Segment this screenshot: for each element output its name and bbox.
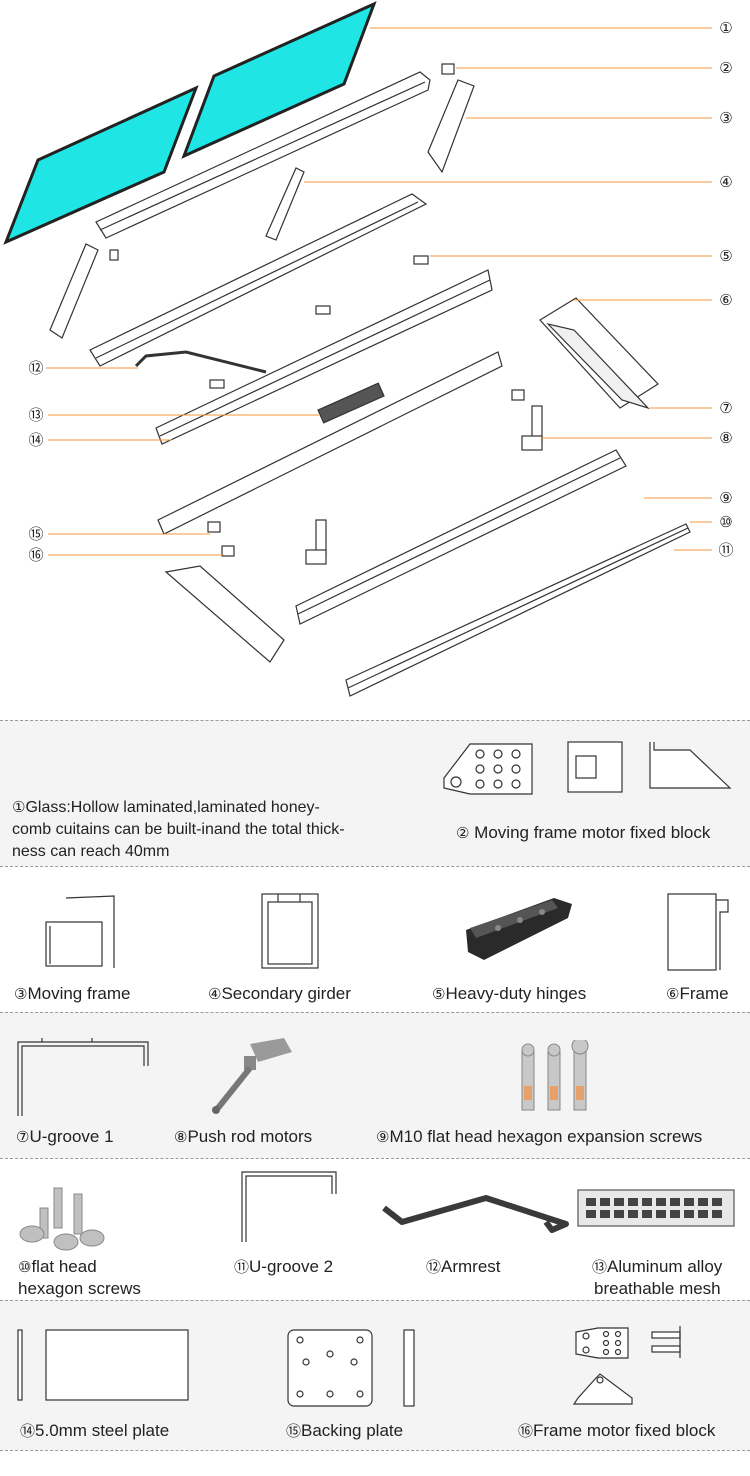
callout-5: ⑤: [719, 247, 732, 265]
callout-8: ⑧: [719, 429, 732, 447]
glass-panel-left: [3, 85, 199, 245]
callout-16: ⑯: [28, 546, 43, 564]
u-groove-1: [157, 351, 503, 535]
callout-4: ④: [719, 173, 732, 191]
legend-band-1: [0, 720, 750, 866]
moving-frame-side-left: [49, 243, 99, 339]
armrest-icon: [382, 1195, 569, 1233]
frame-side-left: [164, 565, 285, 663]
armrest: [134, 350, 267, 374]
callout-3: ③: [719, 109, 732, 127]
divider: [0, 1012, 750, 1013]
frame-motor-block-icon: [572, 1326, 681, 1405]
divider: [0, 1300, 750, 1301]
callout-labels: ① ② ③ ④ ⑤ ⑥ ⑦ ⑧ ⑨ ⑩ ⑪ ⑫ ⑬ ⑭ ⑮ ⑯: [28, 19, 733, 564]
legend-item-4: ④Secondary girder: [208, 984, 351, 1003]
legend-item-12: ⑫Armrest: [426, 1257, 501, 1276]
callout-7: ⑦: [719, 399, 732, 417]
legend-item-6: ⑥Frame: [666, 984, 729, 1003]
callout-6: ⑥: [719, 291, 732, 309]
legend-item-7: ⑦U-groove 1: [16, 1127, 114, 1146]
exploded-assembly-diagram: ① ② ③ ④ ⑤ ⑥ ⑦ ⑧ ⑨ ⑩ ⑪ ⑫ ⑬ ⑭ ⑮ ⑯: [3, 1, 734, 697]
frame-bottom-rail: [295, 449, 627, 625]
legend-item-9: ⑨M10 flat head hexagon expansion screws: [376, 1127, 703, 1146]
moving-frame-side-right: [427, 79, 475, 174]
push-rod-motor-icon: [212, 1038, 292, 1114]
moving-frame-icon: [45, 895, 115, 968]
callout-1: ①: [719, 19, 732, 37]
mesh-icon: [577, 1189, 735, 1227]
legend-band-3: [0, 1012, 750, 1158]
legend-item-1: ①Glass:Hollow laminated,laminated honey-…: [12, 798, 345, 860]
legend-item-15: ⑮Backing plate: [286, 1421, 404, 1440]
moving-frame-top-bar: [95, 71, 431, 239]
legend-item-14: ⑭5.0mm steel plate: [20, 1421, 170, 1440]
motor-block-icon: [443, 741, 732, 795]
callout-13: ⑬: [28, 406, 43, 424]
u-groove-2-icon: [241, 1171, 337, 1242]
legend-item-8: ⑧Push rod motors: [174, 1127, 313, 1146]
u-groove-icon: [17, 1038, 149, 1116]
expansion-screw-icon: [521, 1040, 589, 1111]
backing-plate-icon: [287, 1329, 415, 1407]
motor-fixed-block: [441, 63, 455, 75]
legend-item-5: ⑤Heavy-duty hinges: [432, 984, 587, 1003]
callout-15: ⑮: [28, 525, 43, 543]
divider: [0, 1450, 750, 1451]
callout-9: ⑨: [719, 489, 732, 507]
callout-2: ②: [719, 59, 732, 77]
callout-10: ⑩: [719, 513, 732, 531]
secondary-girder: [265, 167, 305, 241]
callout-11: ⑪: [718, 541, 733, 559]
legend-item-10: ⑩flat head hexagon screws: [18, 1257, 141, 1298]
u-groove-2: [345, 523, 691, 697]
divider: [0, 1158, 750, 1159]
callout-12: ⑫: [28, 359, 43, 377]
divider: [0, 720, 750, 721]
girder-icon: [261, 893, 319, 969]
steel-plate-icon: [17, 1329, 189, 1401]
legend-item-3: ③Moving frame: [14, 984, 131, 1003]
breathable-mesh: [317, 382, 385, 424]
hex-screw-icon: [19, 1187, 105, 1251]
leader-lines: [46, 27, 712, 556]
frame-top-rail: [155, 269, 493, 445]
divider: [0, 866, 750, 867]
legend-item-13: ⑬Aluminum alloy breathable mesh: [592, 1257, 723, 1298]
frame-icon: [667, 893, 729, 971]
legend-item-16: ⑯Frame motor fixed block: [518, 1421, 716, 1440]
legend-item-11: ⑪U-groove 2: [234, 1257, 334, 1276]
hinge-icon: [466, 898, 572, 960]
glass-panel-right: [181, 1, 377, 159]
frame-side-right: [539, 297, 659, 409]
legend-item-2: ② Moving frame motor fixed block: [456, 823, 711, 842]
callout-14: ⑭: [28, 431, 43, 449]
